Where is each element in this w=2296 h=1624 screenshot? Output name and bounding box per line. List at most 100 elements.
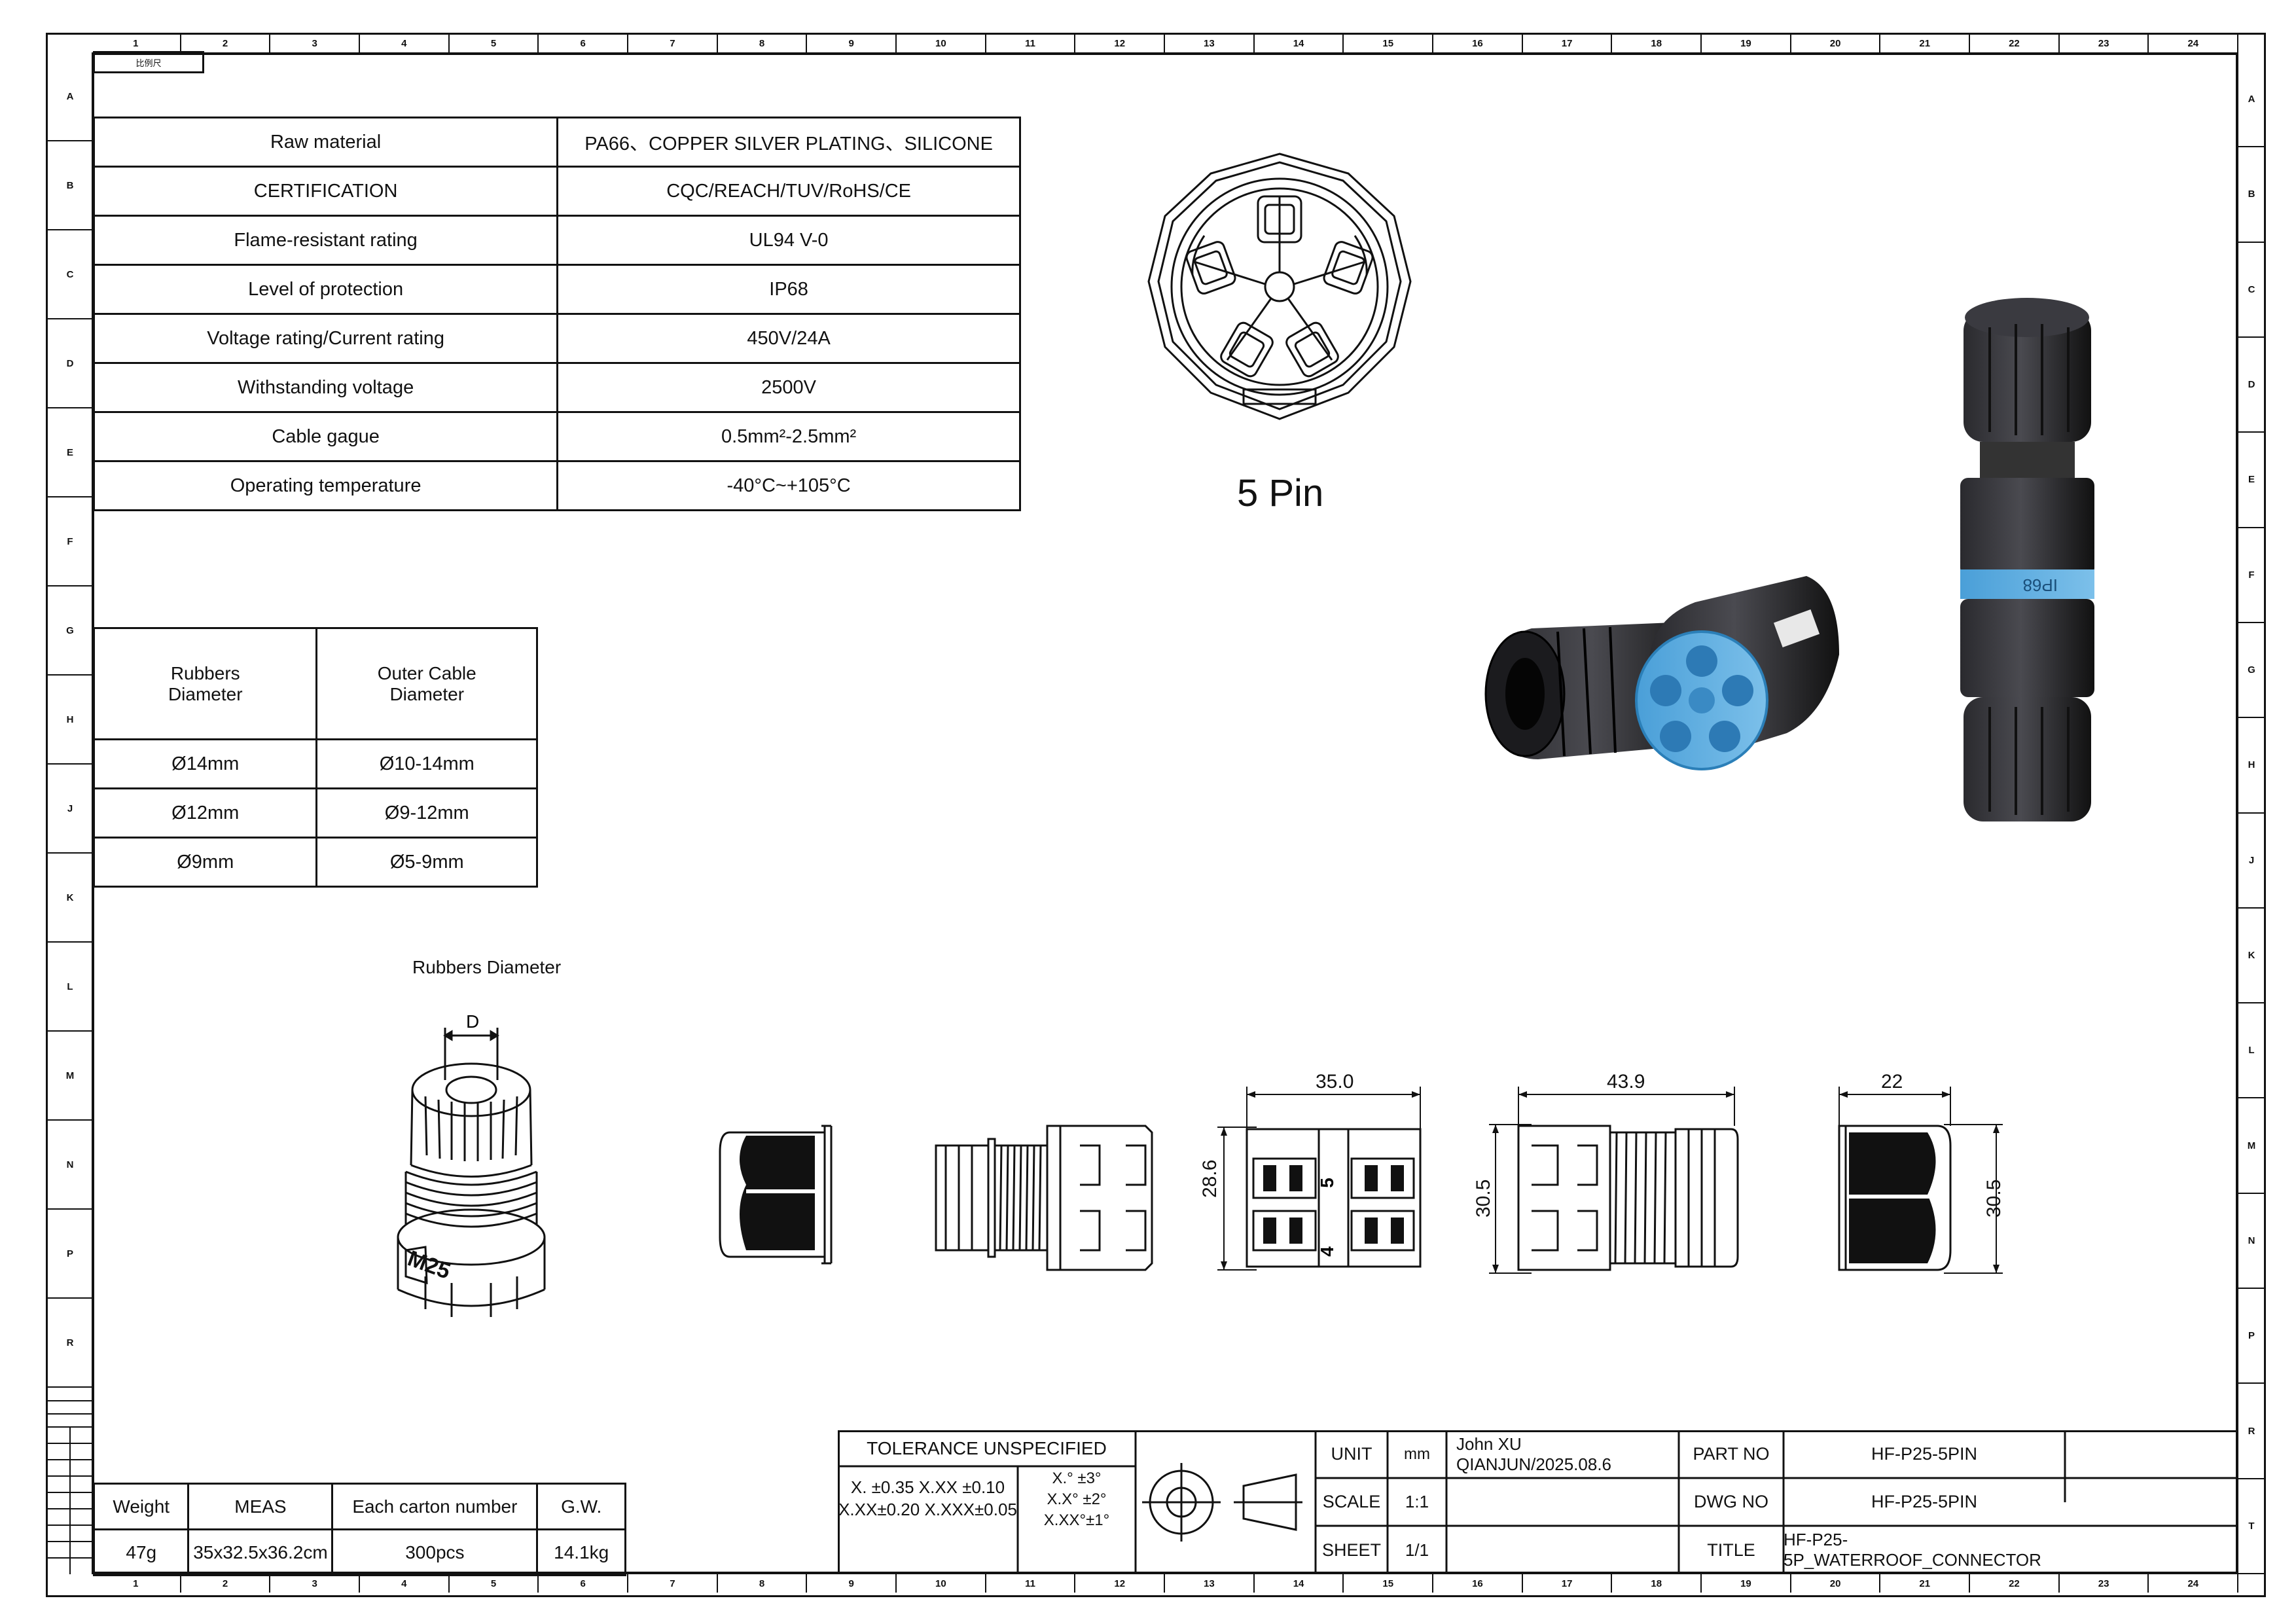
zone-col-15: 15 bbox=[1344, 1574, 1434, 1593]
zone-row-E: E bbox=[47, 408, 93, 497]
zone-col-24: 24 bbox=[2149, 34, 2239, 52]
projection-symbol-icon bbox=[1142, 1463, 1302, 1542]
title-label: TITLE bbox=[1707, 1540, 1755, 1560]
scale-label: SCALE bbox=[1322, 1492, 1381, 1511]
zone-col-21: 21 bbox=[1880, 34, 1971, 52]
cable-diameter: Ø5-9mm bbox=[315, 837, 538, 888]
cable-diameter: Ø9-12mm bbox=[315, 787, 538, 839]
assembled-side-view bbox=[1489, 1087, 1739, 1274]
spec-label: Raw material bbox=[92, 117, 559, 168]
zone-row-right-L: L bbox=[2238, 1003, 2265, 1099]
zone-col-6: 6 bbox=[539, 1574, 629, 1593]
dim-a-width: 35.0 bbox=[1316, 1071, 1354, 1092]
zone-col-21: 21 bbox=[1880, 1574, 1971, 1593]
dim-b-height: 30.5 bbox=[1473, 1179, 1494, 1218]
gland-side-view bbox=[935, 1125, 1153, 1271]
packing-value: 300pcs bbox=[331, 1528, 539, 1576]
dim-b-width: 43.9 bbox=[1607, 1071, 1645, 1092]
tol-angle-2: X.X° ±2° bbox=[1047, 1490, 1107, 1508]
spec-row: Operating temperature-40°C~+105°C bbox=[92, 460, 1021, 511]
zone-row-B: B bbox=[47, 141, 93, 230]
zone-col-7: 7 bbox=[628, 34, 718, 52]
tol-linear-2: X.XX±0.20 X.XXX±0.05 bbox=[838, 1500, 1017, 1519]
spec-label: Cable gague bbox=[92, 411, 559, 462]
zone-row-M: M bbox=[47, 1032, 93, 1121]
zone-row-right-D: D bbox=[2238, 338, 2265, 433]
zone-row-right-R: R bbox=[2238, 1384, 2265, 1479]
zone-row-D: D bbox=[47, 319, 93, 408]
zone-row-P: P bbox=[47, 1210, 93, 1299]
cable-gland-nut-drawing: D M25 bbox=[397, 1015, 546, 1317]
zone-col-14: 14 bbox=[1255, 34, 1344, 52]
zone-row-right-G: G bbox=[2238, 623, 2265, 719]
zone-col-1: 1 bbox=[92, 34, 181, 52]
zone-col-23: 23 bbox=[2060, 34, 2149, 52]
zone-row-right-M: M bbox=[2238, 1098, 2265, 1194]
title-block: TOLERANCE UNSPECIFIED X. ±0.35 X.XX ±0.1… bbox=[838, 1430, 2238, 1574]
zone-row-A: A bbox=[47, 52, 93, 141]
packing-value: 35x32.5x36.2cm bbox=[187, 1528, 334, 1576]
end-cap-dimensioned-view bbox=[1838, 1087, 2003, 1274]
tolerance-title: TOLERANCE UNSPECIFIED bbox=[867, 1437, 1107, 1458]
rubbers-caption: Rubbers Diameter bbox=[412, 957, 562, 977]
zone-col-3: 3 bbox=[270, 1574, 361, 1593]
rubber-diameter: Ø12mm bbox=[92, 787, 318, 839]
dim-c-height: 30.5 bbox=[1983, 1179, 2005, 1218]
spec-value: UL94 V-0 bbox=[556, 215, 1021, 266]
zone-col-15: 15 bbox=[1344, 34, 1434, 52]
spec-label: Withstanding voltage bbox=[92, 362, 559, 413]
nut-dim-d: D bbox=[466, 1015, 479, 1032]
zone-row-right-H: H bbox=[2238, 718, 2265, 814]
spec-value: 0.5mm²-2.5mm² bbox=[556, 411, 1021, 462]
tol-linear-1: X. ±0.35 X.XX ±0.10 bbox=[850, 1477, 1005, 1497]
zone-row-J: J bbox=[47, 765, 93, 854]
zone-col-2: 2 bbox=[181, 34, 271, 52]
zone-row-right-F: F bbox=[2238, 528, 2265, 623]
spec-value: CQC/REACH/TUV/RoHS/CE bbox=[556, 166, 1021, 217]
title-value: HF-P25-5P_WATERROOF_CONNECTOR bbox=[1784, 1530, 2041, 1570]
rubber-header-diameter: Rubbers Diameter bbox=[92, 627, 318, 740]
zone-col-8: 8 bbox=[718, 34, 808, 52]
packing-header: Each carton number bbox=[331, 1483, 539, 1530]
end-cap-side-view bbox=[719, 1125, 833, 1265]
zone-col-24: 24 bbox=[2149, 1574, 2239, 1593]
zone-row-right-T: T bbox=[2238, 1479, 2265, 1574]
zone-col-18: 18 bbox=[1612, 1574, 1702, 1593]
unit-label: UNIT bbox=[1331, 1444, 1372, 1464]
cable-diameter: Ø10-14mm bbox=[315, 738, 538, 789]
rubber-diameter: Ø14mm bbox=[92, 738, 318, 789]
zone-row-right-C: C bbox=[2238, 243, 2265, 338]
zone-col-23: 23 bbox=[2060, 1574, 2149, 1593]
tolerance-angular: X.° ±3° X.X° ±2° X.XX°±1° bbox=[1018, 1468, 1136, 1531]
zone-col-7: 7 bbox=[628, 1574, 718, 1593]
assembled-top-view: 5 4 bbox=[1217, 1087, 1422, 1271]
title-block-grid bbox=[838, 1430, 2238, 1574]
part-no-label: PART NO bbox=[1693, 1444, 1770, 1464]
author-date: John XU QIANJUN/2025.08.6 bbox=[1456, 1434, 1612, 1474]
zone-col-17: 17 bbox=[1523, 34, 1613, 52]
zone-row-R: R bbox=[47, 1299, 93, 1388]
approval-stamp-lines bbox=[47, 1400, 93, 1574]
zone-row-right-J: J bbox=[2238, 814, 2265, 909]
spec-label: Level of protection bbox=[92, 264, 559, 315]
sheet-value: 1/1 bbox=[1405, 1540, 1429, 1560]
zone-row-right-K: K bbox=[2238, 909, 2265, 1004]
zone-col-9: 9 bbox=[807, 34, 897, 52]
spec-value: -40°C~+105°C bbox=[556, 460, 1021, 511]
pin-num-4: 4 bbox=[1317, 1246, 1337, 1257]
zone-row-right-E: E bbox=[2238, 433, 2265, 528]
zone-col-12: 12 bbox=[1075, 1574, 1166, 1593]
zone-row-L: L bbox=[47, 943, 93, 1032]
rubber-header-cable: Outer Cable Diameter bbox=[315, 627, 538, 740]
zone-row-F: F bbox=[47, 497, 93, 586]
spec-value: IP68 bbox=[556, 264, 1021, 315]
zone-row-H: H bbox=[47, 676, 93, 765]
zone-col-2: 2 bbox=[181, 1574, 271, 1593]
zone-col-5: 5 bbox=[450, 1574, 539, 1593]
